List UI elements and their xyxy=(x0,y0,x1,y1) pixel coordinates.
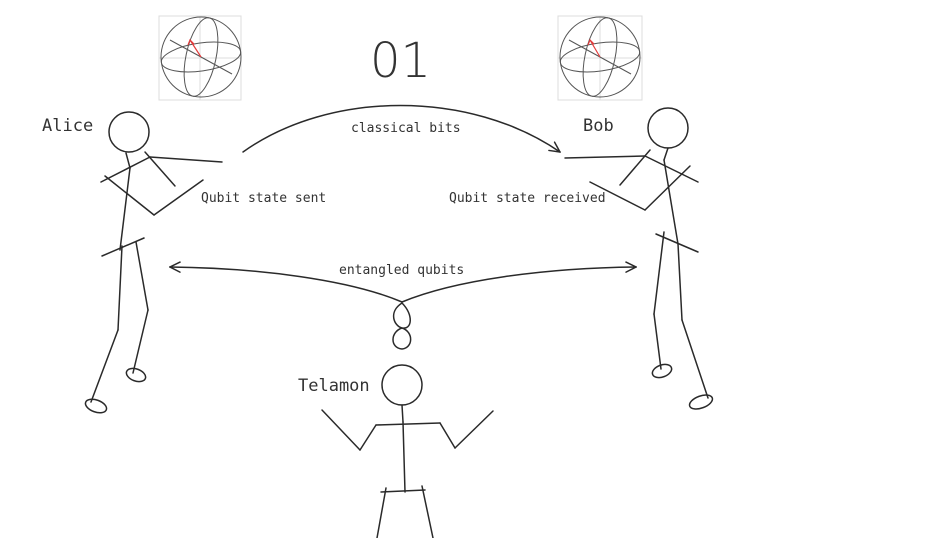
bob-name: Bob xyxy=(583,116,614,136)
bloch-sphere-icon-alice xyxy=(158,15,242,101)
alice-name: Alice xyxy=(42,116,93,136)
classical-bits-value: 01 xyxy=(370,33,431,89)
qubit-received-label: Qubit state received xyxy=(449,191,606,206)
alice-stick-figure xyxy=(84,111,223,414)
bloch-sphere-icon-bob xyxy=(557,15,643,101)
entangled-arrow-left-icon xyxy=(170,267,403,303)
entangled-qubits-label: entangled qubits xyxy=(339,263,464,278)
entanglement-knot-icon xyxy=(392,302,412,350)
classical-bits-label: classical bits xyxy=(351,121,461,136)
classical-bits-arrow-icon xyxy=(242,104,560,153)
entangled-arrow-right-icon xyxy=(401,267,636,303)
qubit-sent-label: Qubit state sent xyxy=(201,191,326,206)
telamon-stick-figure xyxy=(321,364,494,539)
bob-stick-figure xyxy=(564,107,714,410)
telamon-name: Telamon xyxy=(298,376,370,396)
